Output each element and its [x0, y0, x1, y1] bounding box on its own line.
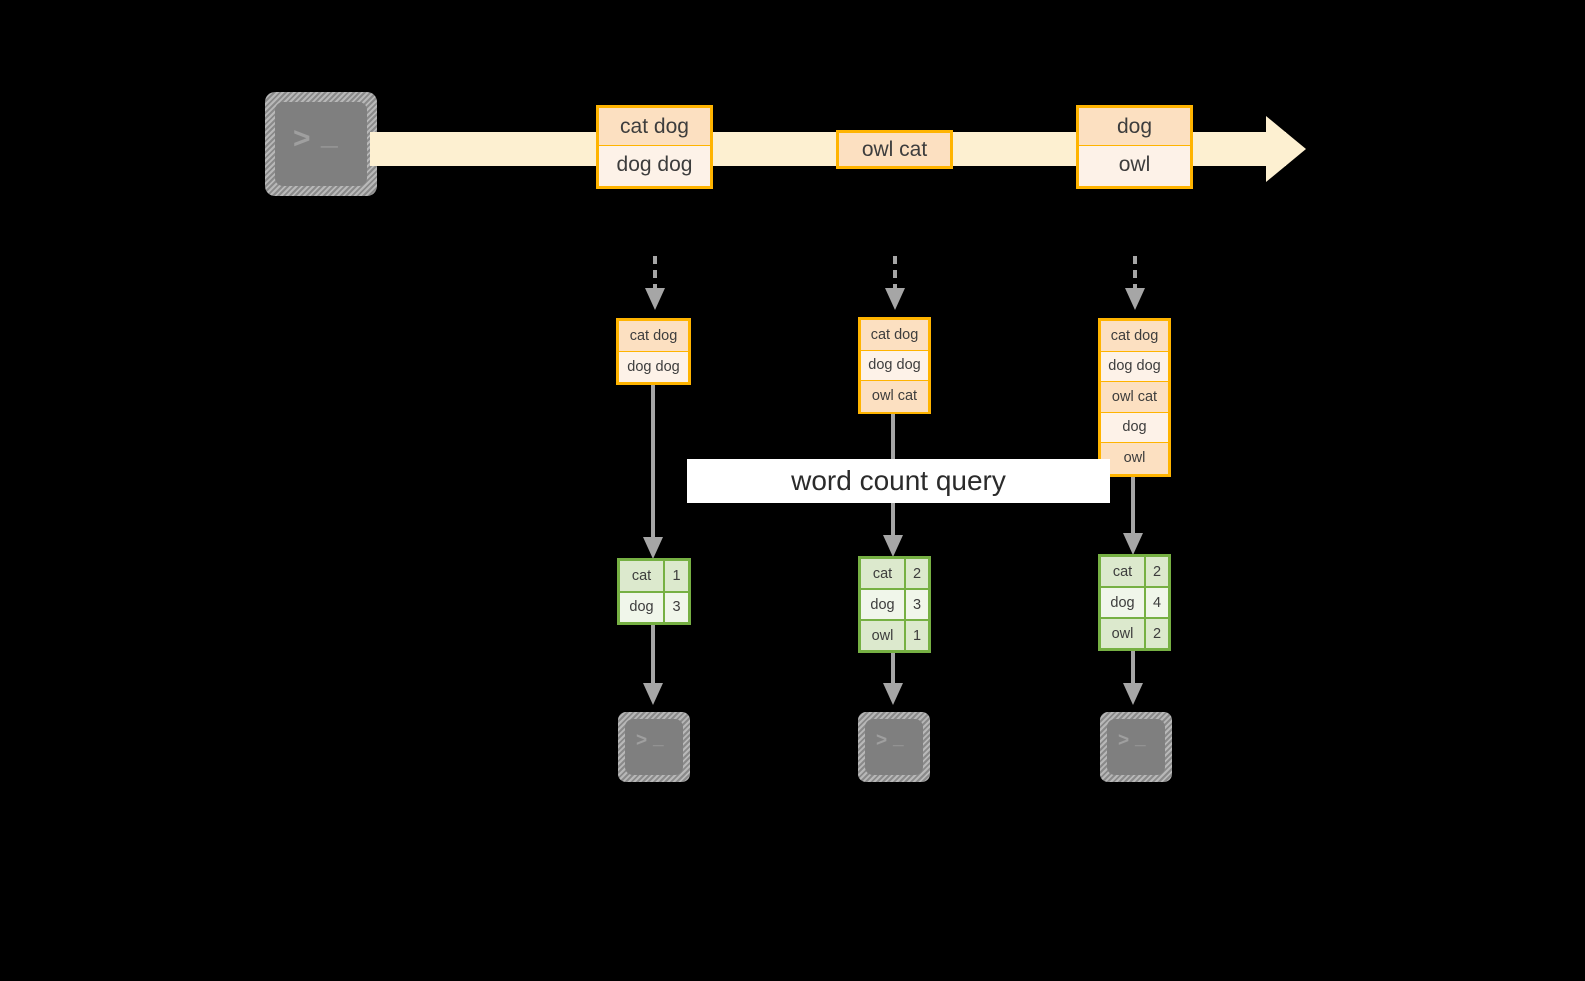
snapshot-2-result-count-3: 1	[906, 621, 928, 650]
snapshot-1-query-line	[651, 385, 655, 550]
stream-group-3-row-2: owl	[1079, 146, 1190, 184]
table-row: owl 1	[861, 621, 928, 650]
source-terminal-icon: > _	[265, 92, 377, 196]
snapshot-2-result-count-1: 2	[906, 559, 928, 588]
snapshot-3-input-row-2: dog dog	[1101, 351, 1168, 382]
source-terminal-screen: > _	[275, 102, 367, 186]
stream-group-3: dog owl	[1076, 105, 1193, 189]
snapshot-2-sink-arrowhead	[883, 683, 903, 705]
snapshot-1-query-arrowhead	[643, 537, 663, 559]
snapshot-2-result-count-2: 3	[906, 590, 928, 619]
dashed-connector-3-arrowhead	[1125, 288, 1145, 310]
snapshot-2-sink-line	[891, 653, 895, 693]
table-row: dog 3	[620, 592, 688, 622]
snapshot-3-input-row-3: owl cat	[1101, 382, 1168, 413]
stream-group-2: owl cat	[836, 130, 953, 169]
table-row: dog 3	[861, 590, 928, 621]
snapshot-3-result-word-1: cat	[1101, 557, 1146, 586]
snapshot-1-input-table: cat dog dog dog	[616, 318, 691, 385]
snapshot-1-result-count-1: 1	[665, 561, 688, 591]
dashed-connector-2-arrowhead	[885, 288, 905, 310]
dashed-connector-1	[653, 256, 657, 292]
snapshot-3-result-word-2: dog	[1101, 588, 1146, 617]
snapshot-2-sink-terminal-screen: > _	[865, 719, 923, 775]
snapshot-3-result-count-3: 2	[1146, 619, 1168, 648]
terminal-cursor-glyph: _	[653, 728, 664, 749]
snapshot-3-result-word-3: owl	[1101, 619, 1146, 648]
snapshot-1-result-table: cat 1 dog 3	[617, 558, 691, 625]
stream-group-2-row-1: owl cat	[839, 133, 950, 166]
snapshot-3-result-table: cat 2 dog 4 owl 2	[1098, 554, 1171, 651]
snapshot-2-result-word-1: cat	[861, 559, 906, 588]
terminal-cursor-glyph: _	[321, 118, 338, 151]
snapshot-1-sink-terminal-screen: > _	[625, 719, 683, 775]
snapshot-3-sink-terminal-icon: > _	[1100, 712, 1172, 782]
snapshot-1-sink-terminal-icon: > _	[618, 712, 690, 782]
snapshot-3-result-count-2: 4	[1146, 588, 1168, 617]
snapshot-2-input-row-3: owl cat	[861, 381, 928, 412]
snapshot-2-result-word-3: owl	[861, 621, 906, 650]
terminal-cursor-glyph: _	[1135, 728, 1146, 749]
snapshot-1-input-row-1: cat dog	[619, 321, 688, 352]
query-label: word count query	[687, 459, 1110, 503]
stream-group-1-row-2: dog dog	[599, 146, 710, 184]
snapshot-3-result-count-1: 2	[1146, 557, 1168, 586]
snapshot-2-input-row-2: dog dog	[861, 350, 928, 381]
snapshot-3-sink-arrowhead	[1123, 683, 1143, 705]
terminal-prompt-glyph: >	[293, 122, 311, 155]
snapshot-2-input-row-1: cat dog	[861, 320, 928, 351]
snapshot-2-sink-terminal-icon: > _	[858, 712, 930, 782]
table-row: cat 1	[620, 561, 688, 593]
stream-arrowhead	[1266, 116, 1306, 182]
snapshot-2-query-arrowhead	[883, 535, 903, 557]
snapshot-3-query-arrowhead	[1123, 533, 1143, 555]
stream-group-3-row-1: dog	[1079, 108, 1190, 146]
snapshot-3-query-line	[1131, 477, 1135, 547]
snapshot-2-input-table: cat dog dog dog owl cat	[858, 317, 931, 414]
stream-group-1: cat dog dog dog	[596, 105, 713, 189]
stream-group-1-row-1: cat dog	[599, 108, 710, 146]
dashed-connector-2	[893, 256, 897, 292]
snapshot-1-sink-line	[651, 625, 655, 690]
snapshot-1-sink-arrowhead	[643, 683, 663, 705]
snapshot-3-input-row-1: cat dog	[1101, 321, 1168, 352]
snapshot-1-result-count-2: 3	[665, 592, 688, 622]
snapshot-1-result-word-2: dog	[620, 592, 665, 622]
table-row: owl 2	[1101, 619, 1168, 648]
snapshot-2-result-word-2: dog	[861, 590, 906, 619]
table-row: cat 2	[1101, 557, 1168, 588]
snapshot-2-result-table: cat 2 dog 3 owl 1	[858, 556, 931, 653]
snapshot-3-sink-line	[1131, 651, 1135, 693]
snapshot-3-input-row-4: dog	[1101, 412, 1168, 443]
snapshot-1-result-word-1: cat	[620, 561, 665, 591]
dashed-connector-3	[1133, 256, 1137, 292]
snapshot-3-input-table: cat dog dog dog owl cat dog owl	[1098, 318, 1171, 477]
terminal-prompt-glyph: >	[636, 730, 648, 751]
terminal-prompt-glyph: >	[876, 730, 888, 751]
table-row: dog 4	[1101, 588, 1168, 619]
dashed-connector-1-arrowhead	[645, 288, 665, 310]
snapshot-3-input-row-5: owl	[1101, 443, 1168, 474]
table-row: cat 2	[861, 559, 928, 590]
snapshot-1-input-row-2: dog dog	[619, 351, 688, 382]
snapshot-3-sink-terminal-screen: > _	[1107, 719, 1165, 775]
terminal-prompt-glyph: >	[1118, 730, 1130, 751]
terminal-cursor-glyph: _	[893, 728, 904, 749]
